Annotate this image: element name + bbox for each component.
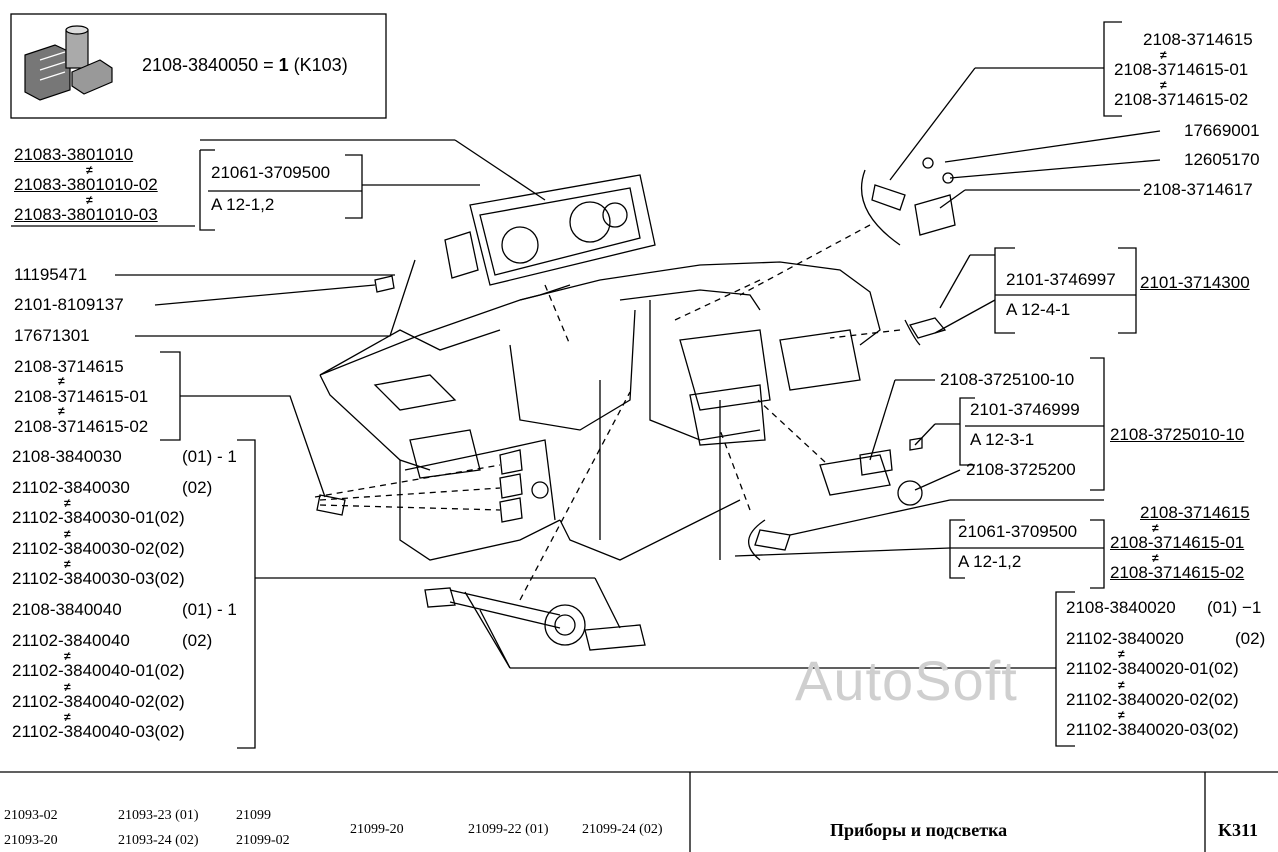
switch-variant: (01) - 1 bbox=[182, 600, 237, 619]
switch-lower-2: 2108-3714615-01 bbox=[1110, 533, 1245, 552]
cigar-lighter-bottom: 2108-3725200 bbox=[966, 460, 1076, 479]
footer-model: 21099-20 bbox=[350, 822, 404, 837]
footer-model: 21093-24 (02) bbox=[118, 833, 199, 848]
kit-code: 2108-3840050 = 1 (K103) bbox=[142, 55, 348, 75]
kit-box bbox=[10, 13, 387, 119]
not-equal-mark: ≠ bbox=[64, 526, 71, 541]
switch-code: 2108-3840030 bbox=[12, 447, 122, 466]
switch-lower-3: 2108-3714615-02 bbox=[1110, 563, 1245, 582]
switch-code: 21102-3840020 bbox=[1066, 628, 1184, 648]
switch-lower-1: 2108-3714615 bbox=[1140, 503, 1250, 522]
switch-left-3: 2108-3714615-02 bbox=[14, 417, 149, 436]
switch-code: 21102-3840040-01(02) bbox=[12, 661, 185, 681]
switch-code: 21102-3840040-02(02) bbox=[12, 691, 185, 711]
lower-lamp-part: 21061-3709500 bbox=[958, 522, 1078, 541]
lighter-lamp-part: 2101-3746997 bbox=[1006, 270, 1116, 289]
switch-code: 21102-3840030-02(02) bbox=[12, 538, 185, 558]
switch-code: 21102-3840030 bbox=[12, 477, 130, 497]
switch-top-2: 2108-3714615-01 bbox=[1114, 60, 1249, 79]
footer-model: 21099-22 (01) bbox=[468, 822, 549, 837]
not-equal-mark: ≠ bbox=[64, 679, 71, 694]
not-equal-mark: ≠ bbox=[1118, 708, 1125, 723]
footer-model: 21093-20 bbox=[4, 833, 58, 848]
screw-part: 17669001 bbox=[1184, 121, 1260, 140]
not-equal-mark: ≠ bbox=[58, 404, 65, 418]
switch-code: 21102-3840030-01(02) bbox=[12, 508, 185, 528]
watermark: AutoSoft bbox=[795, 649, 1018, 712]
cluster-lamp-type: A 12-1,2 bbox=[211, 195, 275, 214]
switch-variant: (02) bbox=[182, 630, 213, 650]
cluster-part-1: 21083-3801010 bbox=[14, 145, 134, 164]
switch-code: 21102-3840040-03(02) bbox=[12, 722, 185, 742]
cluster-lamp-part: 21061-3709500 bbox=[211, 163, 331, 182]
not-equal-mark: ≠ bbox=[64, 496, 71, 511]
not-equal-mark: ≠ bbox=[86, 163, 93, 177]
switch-code: 21102-3840020-01(02) bbox=[1066, 659, 1239, 679]
page-code: K311 bbox=[1218, 820, 1259, 840]
not-equal-mark: ≠ bbox=[64, 557, 71, 572]
kit-qty: 1 bbox=[278, 55, 289, 75]
switch-top-1: 2108-3714615 bbox=[1143, 30, 1253, 49]
switch-variant: (01) −1 bbox=[1207, 598, 1262, 617]
not-equal-mark: ≠ bbox=[1118, 677, 1125, 692]
footer-model: 21099-02 bbox=[236, 833, 290, 848]
switch-variant: (02) bbox=[1235, 628, 1266, 648]
washer-part: 12605170 bbox=[1184, 150, 1260, 169]
not-equal-mark: ≠ bbox=[1152, 521, 1159, 535]
not-equal-mark: ≠ bbox=[64, 710, 71, 725]
footer-model: 21099 bbox=[236, 808, 271, 823]
kit-suffix: (K103) bbox=[288, 55, 348, 75]
fastener-2: 2101-8109137 bbox=[14, 295, 124, 314]
cigar-lighter-part: 2101-3746999 bbox=[970, 400, 1080, 419]
lower-lamp-type: A 12-1,2 bbox=[958, 552, 1022, 571]
not-equal-mark: ≠ bbox=[58, 374, 65, 388]
switch-code: 21102-3840020-02(02) bbox=[1066, 689, 1239, 709]
footer-model: 21093-02 bbox=[4, 808, 58, 823]
switch-left-2: 2108-3714615-01 bbox=[14, 387, 149, 406]
bracket-part: 2108-3714617 bbox=[1143, 180, 1253, 199]
footer-model: 21099-24 (02) bbox=[582, 822, 663, 837]
switch-left-1: 2108-3714615 bbox=[14, 357, 124, 376]
cigar-lighter-top: 2108-3725100-10 bbox=[940, 370, 1075, 389]
kit-icon bbox=[24, 25, 113, 101]
lighter-lamp-assembly: 2101-3714300 bbox=[1140, 273, 1250, 292]
switch-variant: (01) - 1 bbox=[182, 447, 237, 466]
cluster-part-3: 21083-3801010-03 bbox=[14, 205, 158, 224]
lighter-lamp-type: A 12-4-1 bbox=[1006, 300, 1071, 319]
switch-top-3: 2108-3714615-02 bbox=[1114, 90, 1249, 109]
switch-code: 2108-3840020 bbox=[1066, 598, 1176, 617]
cluster-part-2: 21083-3801010-02 bbox=[14, 175, 158, 194]
fastener-1: 11195471 bbox=[14, 265, 88, 284]
not-equal-mark: ≠ bbox=[1160, 48, 1167, 62]
switch-code: 21102-3840020-03(02) bbox=[1066, 720, 1239, 740]
footer-model: 21093-23 (01) bbox=[118, 808, 199, 823]
switch-code: 21102-3840040 bbox=[12, 630, 130, 650]
not-equal-mark: ≠ bbox=[1152, 551, 1159, 565]
fastener-3: 17671301 bbox=[14, 326, 90, 345]
switch-code: 21102-3840030-03(02) bbox=[12, 569, 185, 589]
switch-code: 2108-3840040 bbox=[12, 600, 122, 619]
not-equal-mark: ≠ bbox=[86, 193, 93, 207]
page-title: Приборы и подсветка bbox=[830, 820, 1008, 840]
kit-code-text: 2108-3840050 = bbox=[142, 55, 279, 75]
not-equal-mark: ≠ bbox=[1118, 647, 1125, 662]
switch-variant: (02) bbox=[182, 477, 213, 497]
not-equal-mark: ≠ bbox=[1160, 78, 1167, 92]
not-equal-mark: ≠ bbox=[64, 649, 71, 664]
cigar-lighter-lamp: A 12-3-1 bbox=[970, 430, 1035, 449]
cigar-lighter-assembly: 2108-3725010-10 bbox=[1110, 425, 1245, 444]
